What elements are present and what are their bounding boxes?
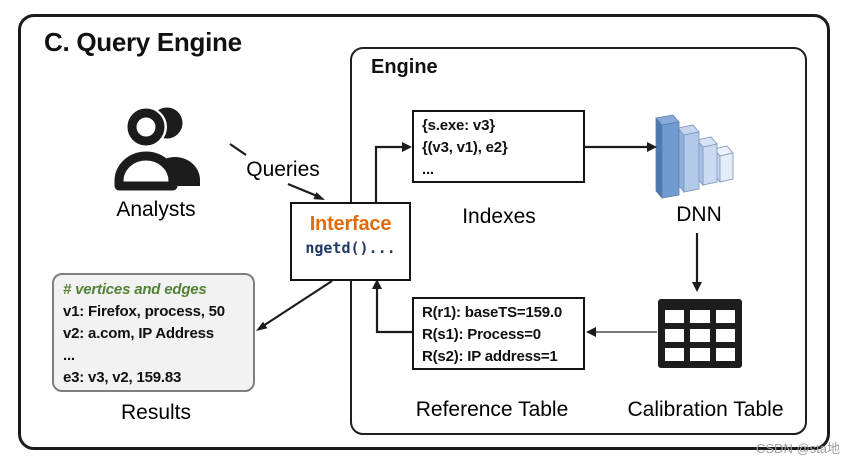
queries-label: Queries: [246, 158, 320, 181]
indexes-box: {s.exe: v3} {(v3, v1), e2} ...: [412, 110, 585, 183]
results-line: e3: v3, v2, 159.83: [63, 369, 182, 386]
calibration-grid-table-icon: [658, 299, 742, 368]
results-line: ...: [63, 347, 75, 364]
reference-line: R(r1): baseTS=159.0: [422, 304, 563, 321]
indexes-line: ...: [422, 161, 434, 178]
analysts-label: Analysts: [116, 198, 196, 221]
indexes-line: {(v3, v1), e2}: [422, 139, 508, 156]
interface-title: Interface: [309, 213, 392, 235]
reference-table-label: Reference Table: [415, 398, 569, 421]
reference-line: R(s2): IP address=1: [422, 348, 558, 365]
reference-table-box: R(r1): baseTS=159.0 R(s1): Process=0 R(s…: [412, 297, 585, 370]
csdn-watermark: CSDN @sta地: [756, 441, 840, 456]
indexes-line: {s.exe: v3}: [422, 117, 495, 134]
dnn-neural-layers-icon: [650, 92, 742, 207]
dnn-label: DNN: [676, 203, 722, 226]
results-label: Results: [120, 401, 192, 424]
page-title: C. Query Engine: [44, 27, 242, 57]
reference-line: R(s1): Process=0: [422, 326, 541, 343]
engine-label: Engine: [371, 56, 438, 78]
interface-code: ngetd()...: [305, 239, 396, 257]
results-comment-line: # vertices and edges: [63, 281, 207, 298]
indexes-label: Indexes: [462, 205, 536, 228]
results-line: v2: a.com, IP Address: [63, 325, 214, 342]
analysts-people-icon: [106, 100, 206, 192]
interface-box: Interface ngetd()...: [290, 202, 411, 281]
results-box: # vertices and edges v1: Firefox, proces…: [52, 273, 255, 392]
results-line: v1: Firefox, process, 50: [63, 303, 225, 320]
calibration-table-label: Calibration Table: [627, 398, 784, 421]
